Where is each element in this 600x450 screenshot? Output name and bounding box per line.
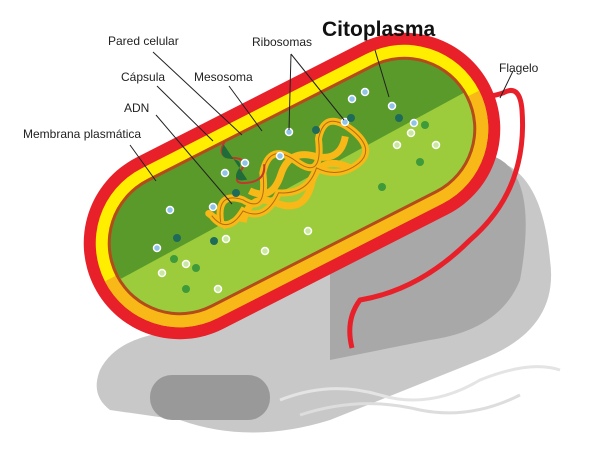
ribosomes xyxy=(152,87,441,294)
cytoplasm-title: Citoplasma xyxy=(322,18,436,41)
label-dna: ADN xyxy=(124,101,150,115)
label-mesosome: Mesosoma xyxy=(194,70,253,84)
flagellum xyxy=(347,88,526,349)
label-plasma-membrane: Membrana plasmática xyxy=(23,127,142,141)
label-flagellum: Flagelo xyxy=(499,61,539,75)
dna-outline xyxy=(211,120,367,226)
leader-lines xyxy=(129,49,514,205)
label-cell-wall: Pared celular xyxy=(108,34,179,48)
label-capsule: Cápsula xyxy=(121,70,166,84)
label-ribosomes: Ribosomas xyxy=(252,35,313,49)
